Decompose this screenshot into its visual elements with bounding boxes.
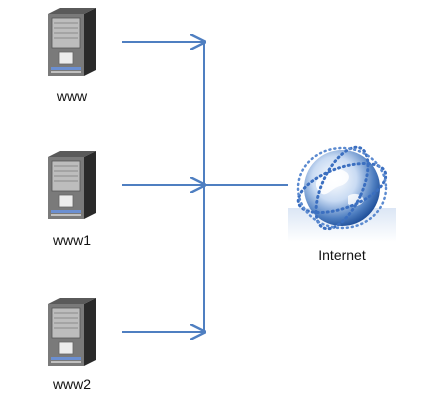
server-tower-icon [48, 8, 96, 76]
server-www2 [30, 296, 114, 368]
globe-icon [288, 145, 396, 242]
server-tower-icon [48, 151, 96, 219]
server-label-www: www [56, 88, 88, 104]
internet-label: Internet [318, 247, 366, 263]
server-label-www1: www1 [52, 232, 92, 248]
server-tower-icon [48, 298, 96, 366]
internet-node [288, 138, 396, 242]
server-www [30, 6, 114, 78]
server-label-www2: www2 [52, 376, 92, 392]
server-www1 [30, 149, 114, 221]
